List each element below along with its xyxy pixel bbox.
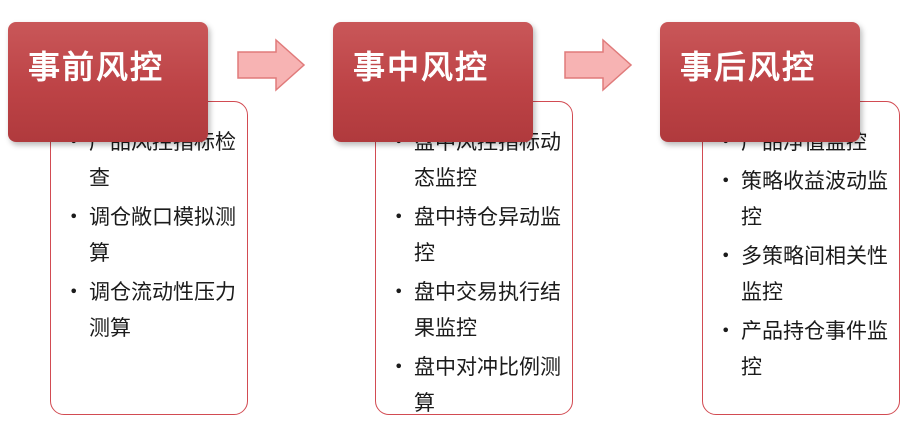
bullet-icon: • [394, 207, 404, 226]
stage-mid: •盘中风控指标动态监控 •盘中持仓异动监控 •盘中交易执行结果监控 •盘中对冲比… [325, 0, 575, 437]
list-item-text: 盘中交易执行结果监控 [414, 280, 561, 340]
list-item: • 盘中交易执行结果监控 [390, 274, 562, 346]
stage-post-title: 事后风控 [660, 22, 860, 142]
bullet-icon: • [721, 171, 731, 190]
bullet-icon: • [721, 321, 731, 340]
bullet-icon: • [394, 357, 404, 376]
stage-mid-card: •盘中风控指标动态监控 •盘中持仓异动监控 •盘中交易执行结果监控 •盘中对冲比… [375, 101, 573, 415]
bullet-icon: • [721, 246, 731, 265]
stage-post-list: •产品净值监控 •策略收益波动监控 •多策略间相关性监控 •产品持仓事件监控 [717, 124, 889, 385]
list-item: • 产品持仓事件监控 [717, 313, 889, 385]
stage-post-card: •产品净值监控 •策略收益波动监控 •多策略间相关性监控 •产品持仓事件监控 [702, 101, 900, 415]
list-item: • 调仓敞口模拟测算 [65, 199, 237, 271]
right-arrow-icon [237, 38, 306, 92]
stage-pre-title: 事前风控 [8, 22, 208, 142]
bullet-icon: • [69, 207, 79, 226]
bullet-icon: • [394, 282, 404, 301]
list-item: • 盘中持仓异动监控 [390, 199, 562, 271]
list-item-text: 盘中对冲比例测算 [414, 355, 561, 415]
list-item-text: 策略收益波动监控 [741, 169, 888, 229]
list-item: • 多策略间相关性监控 [717, 238, 889, 310]
stage-mid-title: 事中风控 [333, 22, 533, 142]
stage-post: •产品净值监控 •策略收益波动监控 •多策略间相关性监控 •产品持仓事件监控 事… [652, 0, 902, 437]
stage-mid-list: •盘中风控指标动态监控 •盘中持仓异动监控 •盘中交易执行结果监控 •盘中对冲比… [390, 124, 562, 421]
list-item-text: 盘中持仓异动监控 [414, 205, 561, 265]
list-item-text: 多策略间相关性监控 [741, 244, 888, 304]
stage-pre: •产品风控指标检查 •调仓敞口模拟测算 •调仓流动性压力测算 事前风控 [0, 0, 250, 437]
list-item: • 盘中对冲比例测算 [390, 349, 562, 421]
list-item-text: 调仓流动性压力测算 [89, 280, 236, 340]
stage-pre-card: •产品风控指标检查 •调仓敞口模拟测算 •调仓流动性压力测算 [50, 101, 248, 415]
bullet-icon: • [69, 282, 79, 301]
list-item-text: 产品持仓事件监控 [741, 319, 888, 379]
list-item-text: 调仓敞口模拟测算 [89, 205, 236, 265]
right-arrow-icon [564, 38, 633, 92]
stage-pre-list: •产品风控指标检查 •调仓敞口模拟测算 •调仓流动性压力测算 [65, 124, 237, 346]
list-item: • 策略收益波动监控 [717, 163, 889, 235]
list-item: • 调仓流动性压力测算 [65, 274, 237, 346]
